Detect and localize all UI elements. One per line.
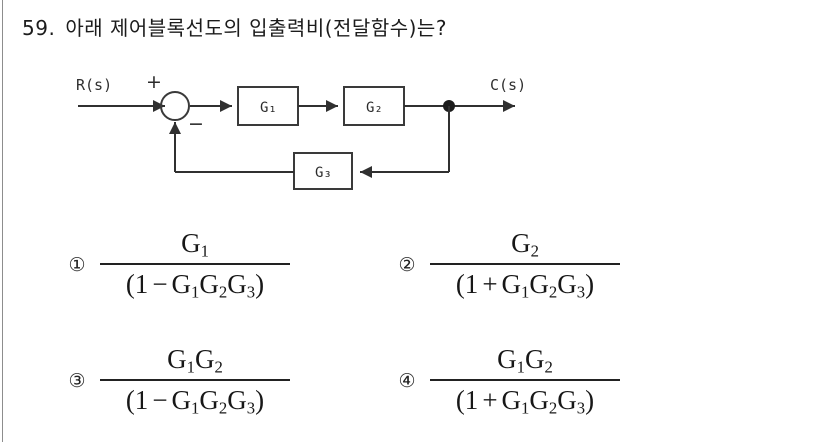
option-4-fraction-bar <box>430 378 620 381</box>
option-1-marker: ① <box>68 254 86 277</box>
option-4-numerator: G1G2 <box>497 344 553 377</box>
option-2-marker: ② <box>398 254 416 277</box>
summing-plus-sign: + <box>146 71 162 93</box>
answer-option-1[interactable]: ① G1 (1−G1G2G3) <box>62 228 290 303</box>
question-number: 59. <box>22 16 56 40</box>
option-3-denominator: (1−G1G2G3) <box>125 384 265 418</box>
option-2-formula: G2 (1+G1G2G3) <box>430 228 620 303</box>
question-text: 아래 제어블록선도의 입출력비(전달함수)는? <box>65 16 447 40</box>
option-3-fraction-bar <box>100 378 290 381</box>
page-left-rule <box>2 0 3 442</box>
option-1-denominator: (1−G1G2G3) <box>125 268 265 302</box>
option-1-fraction-bar <box>100 262 290 265</box>
control-block-diagram: R(s) + − G₁ G₂ C(s) <box>60 62 580 212</box>
answer-option-2[interactable]: ② G2 (1+G1G2G3) <box>392 228 620 303</box>
option-4-formula: G1G2 (1+G1G2G3) <box>430 344 620 419</box>
input-signal-label: R(s) <box>76 76 112 94</box>
option-3-marker: ③ <box>68 370 86 393</box>
block-g3-label: G₃ <box>315 165 332 181</box>
option-3-formula: G1G2 (1−G1G2G3) <box>100 344 290 419</box>
option-1-formula: G1 (1−G1G2G3) <box>100 228 290 303</box>
option-1-numerator: G1 <box>181 228 209 261</box>
option-4-denominator: (1+G1G2G3) <box>455 384 595 418</box>
block-g2-label: G₂ <box>366 100 383 116</box>
option-2-denominator: (1+G1G2G3) <box>455 268 595 302</box>
option-4-marker: ④ <box>398 370 416 393</box>
option-2-fraction-bar <box>430 262 620 265</box>
answer-option-4[interactable]: ④ G1G2 (1+G1G2G3) <box>392 344 620 419</box>
summing-junction <box>160 91 190 121</box>
answer-option-3[interactable]: ③ G1G2 (1−G1G2G3) <box>62 344 290 419</box>
option-2-numerator: G2 <box>511 228 539 261</box>
summing-minus-sign: − <box>188 113 204 135</box>
output-signal-label: C(s) <box>490 76 526 94</box>
option-3-numerator: G1G2 <box>167 344 223 377</box>
block-g1-label: G₁ <box>260 100 277 116</box>
question-heading: 59. 아래 제어블록선도의 입출력비(전달함수)는? <box>22 12 447 41</box>
